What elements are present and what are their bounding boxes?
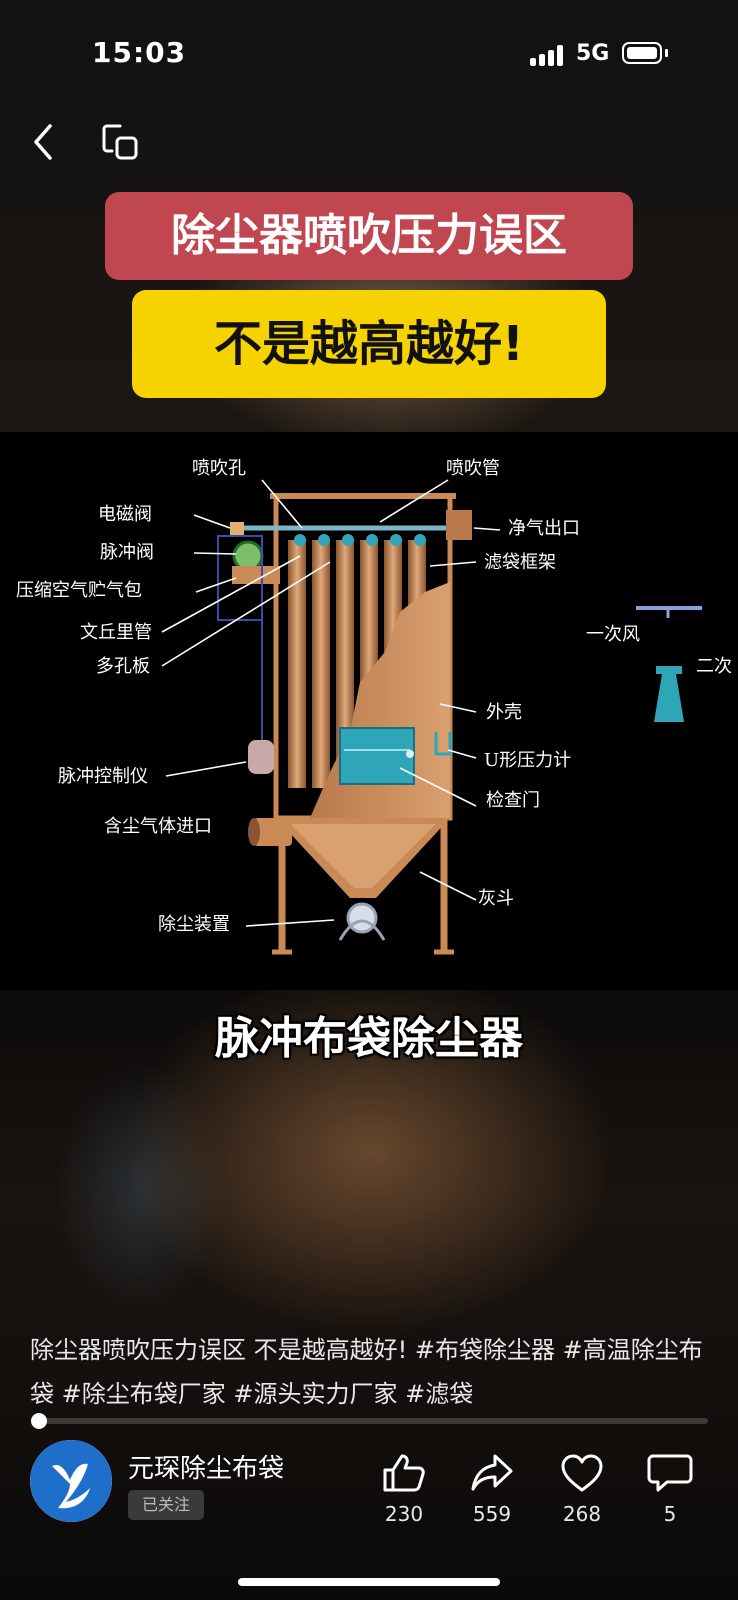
video-progress-bar[interactable] [30,1413,708,1429]
label-pulse-valve: 脉冲阀 [100,542,154,563]
battery-icon [622,42,662,64]
label-inspection-door: 检查门 [486,790,540,811]
chevron-left-icon [34,124,52,160]
heart-icon [561,1454,603,1492]
progress-knob[interactable] [30,1413,47,1429]
share-arrow-icon [471,1454,513,1491]
floating-window-icon [102,124,138,160]
comment-count: 5 [663,1502,677,1526]
back-button[interactable] [26,120,62,164]
label-clean-gas-outlet: 净气出口 [508,518,580,539]
label-shell: 外壳 [486,702,522,723]
share-button[interactable]: 559 [456,1452,528,1526]
status-bar: 15:03 5G [0,0,738,100]
avatar[interactable] [30,1440,112,1522]
comment-bubble-icon [647,1454,693,1492]
network-type: 5G [576,41,610,66]
label-perforated-plate: 多孔板 [96,656,150,677]
label-pulse-controller: 脉冲控制仪 [58,766,148,787]
battery-cap [665,49,668,57]
brand-logo-icon [30,1440,112,1522]
label-primary-air: 一次风 [586,624,640,645]
thumbs-up-icon [383,1454,425,1492]
dust-collector-diagram: 喷吹孔 喷吹管 电磁阀 净气出口 脉冲阀 滤袋框架 压缩空气贮气包 文丘里管 一… [0,432,738,990]
label-nozzle-hole: 喷吹孔 [192,458,246,479]
comment-button[interactable]: 5 [634,1452,706,1526]
title-banner-yellow: 不是越高越好! [132,290,606,398]
home-indicator[interactable] [238,1578,500,1586]
label-solenoid-valve: 电磁阀 [98,504,152,525]
label-gas-inlet: 含尘气体进口 [104,816,212,837]
label-blow-pipe: 喷吹管 [446,458,500,479]
floating-window-button[interactable] [100,122,140,162]
favorite-count: 268 [562,1502,602,1526]
account-name[interactable]: 元琛除尘布袋 [128,1454,285,1484]
title-banner-red: 除尘器喷吹压力误区 [105,192,633,280]
status-time: 15:03 [92,36,187,69]
share-count: 559 [472,1502,512,1526]
follow-status-badge[interactable]: 已关注 [128,1490,204,1520]
video-subtitle: 脉冲布袋除尘器 [215,1013,523,1064]
signal-icon [530,44,566,66]
label-air-tank: 压缩空气贮气包 [16,580,142,601]
like-button[interactable]: 230 [368,1452,440,1526]
label-secondary: 二次 [696,656,732,677]
label-filter-cage: 滤袋框架 [484,552,556,573]
dust-collector-illustration [161,479,702,955]
label-u-tube-gauge: U形压力计 [484,750,572,771]
favorite-button[interactable]: 268 [546,1452,618,1526]
video-caption[interactable]: 除尘器喷吹压力误区 不是越高越好! #布袋除尘器 #高温除尘布袋 #除尘布袋厂家… [30,1336,703,1408]
like-count: 230 [384,1502,424,1526]
label-venturi: 文丘里管 [80,622,152,643]
label-hopper: 灰斗 [478,888,514,909]
label-dust-device: 除尘装置 [158,914,230,935]
